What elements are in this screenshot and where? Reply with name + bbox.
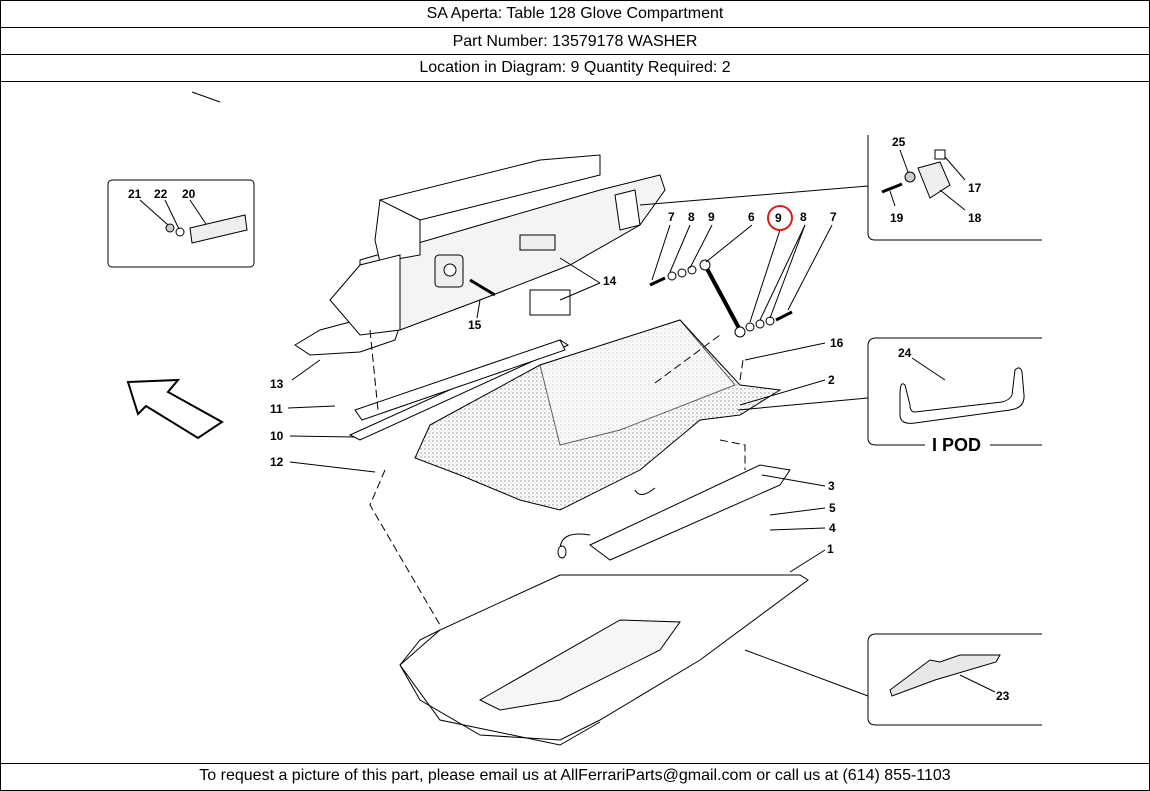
direction-arrow	[126, 378, 224, 440]
callout-2: 2	[828, 373, 835, 387]
gas-strut	[649, 259, 793, 338]
highlight-circle	[767, 205, 793, 231]
inset-box-left	[107, 179, 255, 268]
callout-9-left: 9	[708, 210, 715, 224]
alignment-lines	[369, 329, 746, 626]
glove-box-bin	[414, 319, 782, 511]
callout-23: 23	[996, 689, 1010, 703]
ipod-label: I POD	[932, 435, 981, 455]
callout-10: 10	[270, 429, 284, 443]
callout-7: 7	[668, 210, 675, 224]
callout-7-right: 7	[830, 210, 837, 224]
parts-diagram: 1 2 3 4 5 6 7 8 9 10 11 12 13 14 15 16 1…	[107, 91, 1042, 746]
callout-25: 25	[892, 135, 906, 149]
callout-22: 22	[154, 187, 168, 201]
dashboard-frame	[191, 91, 666, 356]
divider	[0, 54, 1150, 55]
callout-11: 11	[270, 402, 283, 416]
callout-21: 21	[128, 187, 142, 201]
inset-box-logo	[867, 633, 1042, 726]
callout-8-right: 8	[800, 210, 807, 224]
latch-mechanism	[557, 464, 791, 561]
callout-12: 12	[270, 455, 284, 469]
callout-15: 15	[468, 318, 482, 332]
callout-5: 5	[829, 501, 836, 515]
callout-8: 8	[688, 210, 695, 224]
leader-lines	[287, 185, 869, 697]
callout-19: 19	[890, 211, 904, 225]
footer-contact: To request a picture of this part, pleas…	[199, 767, 951, 784]
callout-6: 6	[748, 210, 755, 224]
callout-24: 24	[898, 346, 912, 360]
hinge-plate	[354, 339, 566, 421]
callout-18: 18	[968, 211, 982, 225]
diagram-title: SA Aperta: Table 128 Glove Compartment	[426, 5, 724, 22]
diagram-location: Location in Diagram: 9 Quantity Required…	[419, 59, 731, 76]
callout-13: 13	[270, 377, 284, 391]
callout-14: 14	[603, 274, 617, 288]
divider	[0, 763, 1150, 764]
callout-4: 4	[829, 521, 836, 535]
callout-3: 3	[828, 479, 835, 493]
inset-box-ipod	[867, 337, 1042, 446]
part-number: Part Number: 13579178 WASHER	[452, 33, 698, 50]
callout-17: 17	[968, 181, 982, 195]
divider	[0, 81, 1150, 82]
callout-9: 9	[775, 211, 782, 225]
callout-16: 16	[830, 336, 844, 350]
divider	[0, 27, 1150, 28]
callout-20: 20	[182, 187, 196, 201]
callout-1: 1	[827, 542, 834, 556]
inset-box-bracket	[867, 135, 1042, 241]
glove-box-lid	[399, 574, 809, 746]
